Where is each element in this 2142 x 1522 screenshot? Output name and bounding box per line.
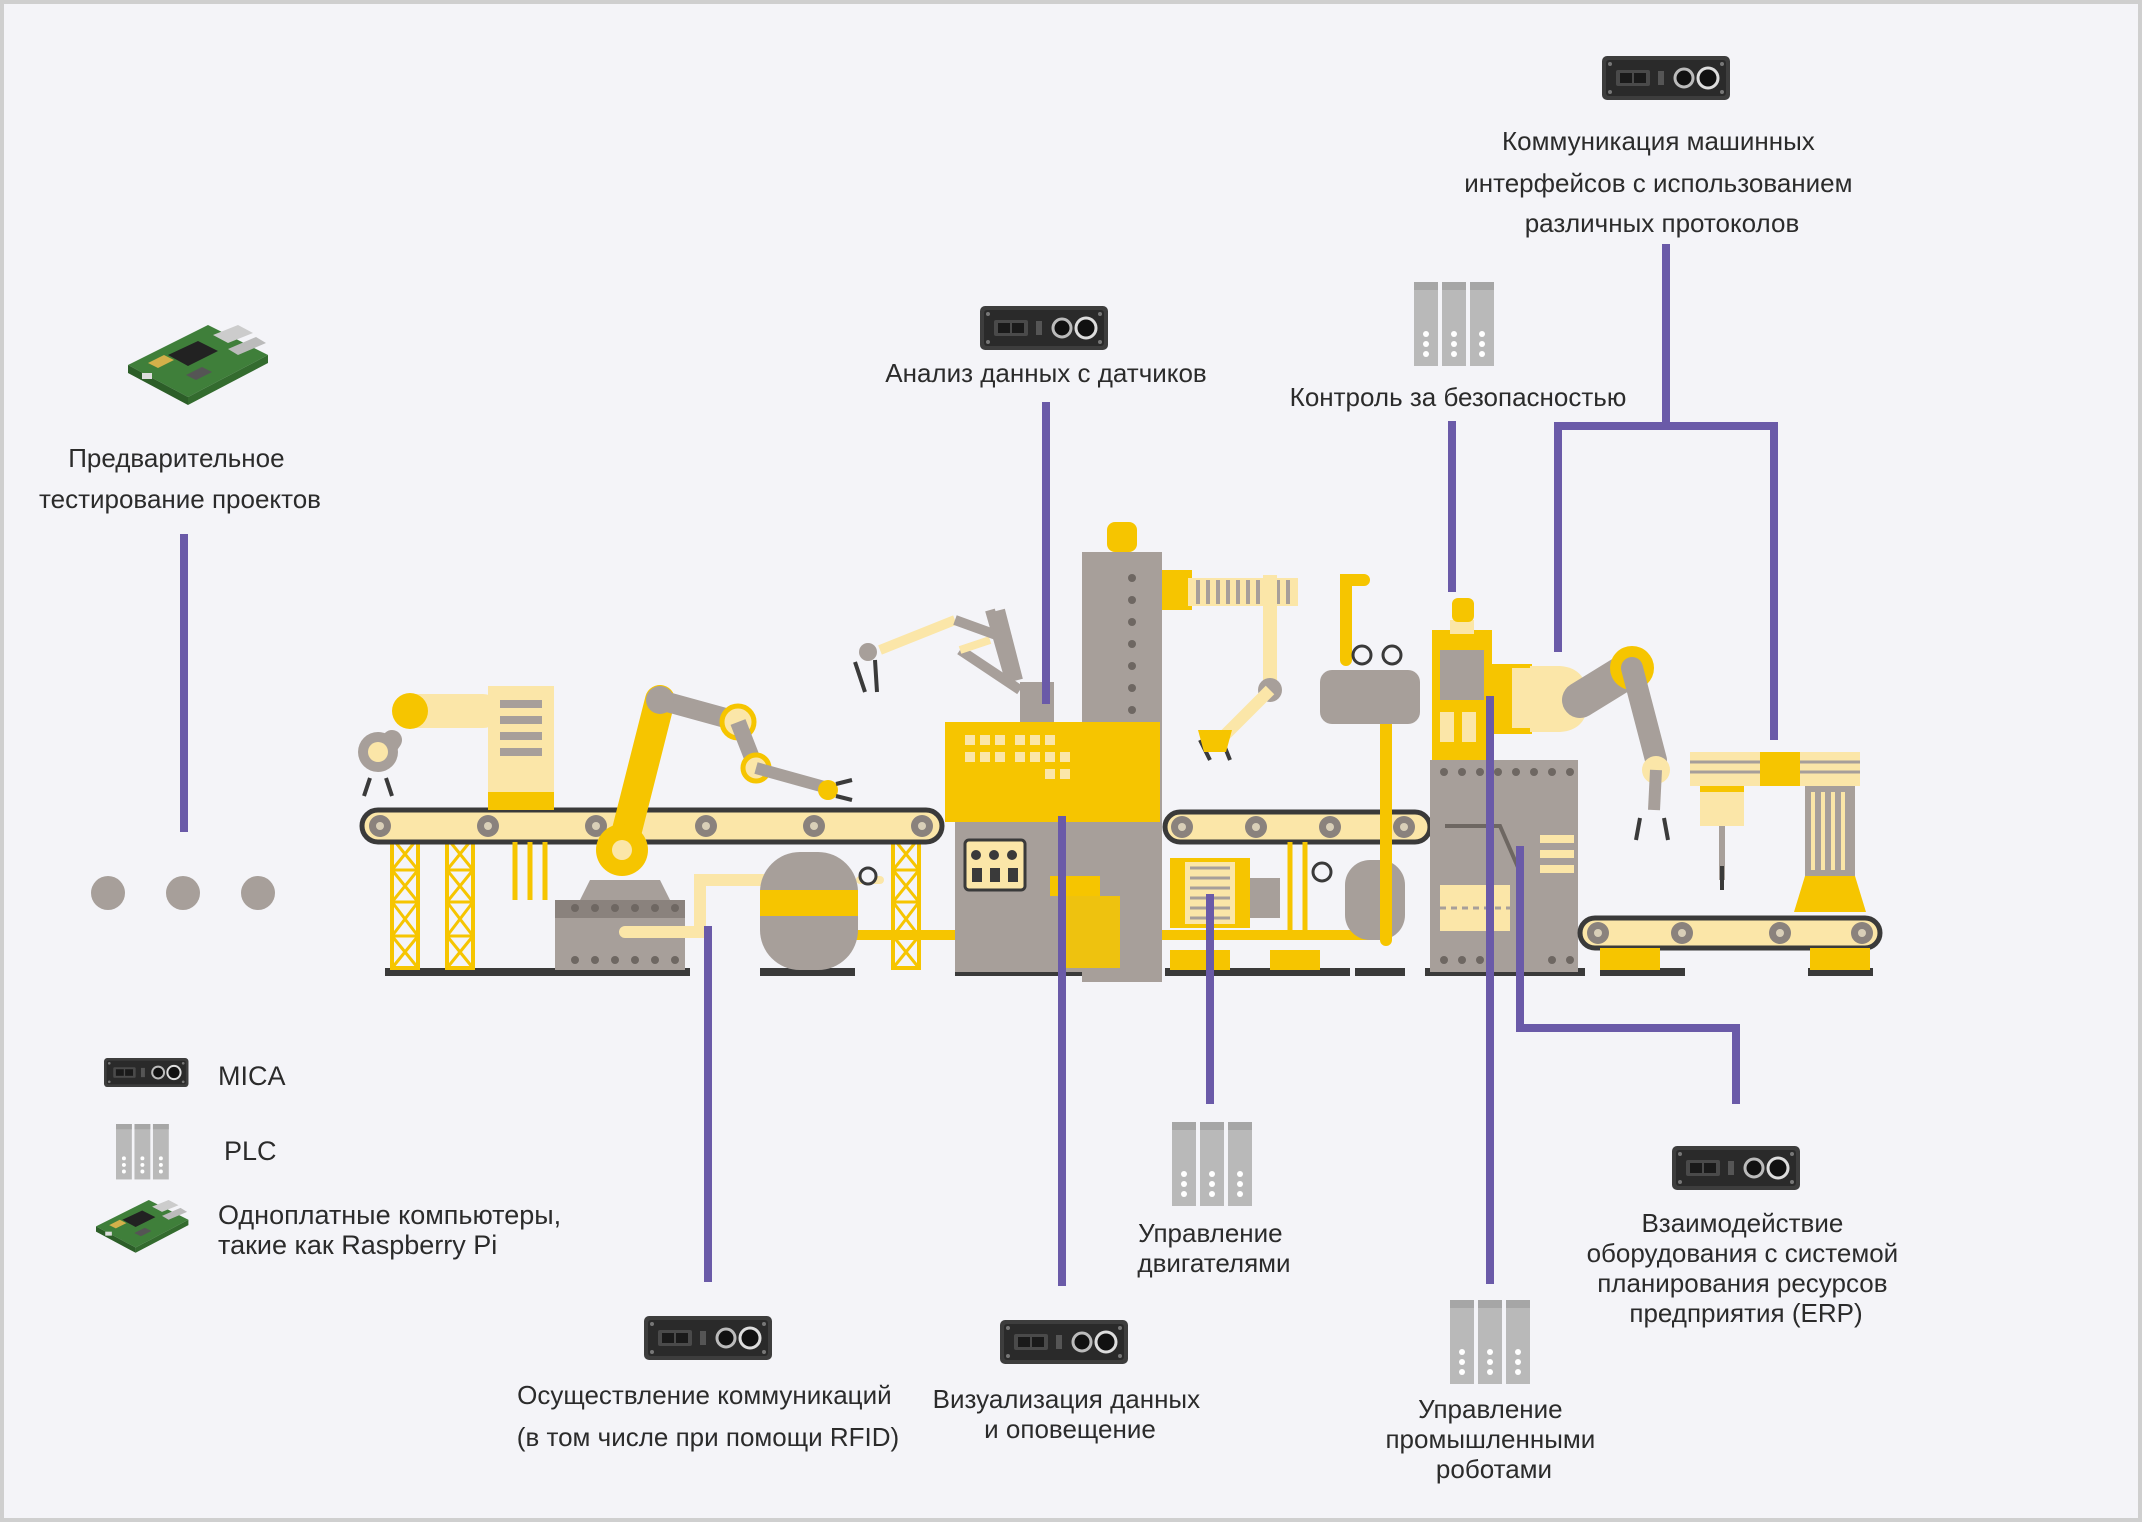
label-communication-rfid: Осуществление коммуникаций (в том числе … bbox=[517, 1380, 899, 1452]
mica-device-icon bbox=[998, 1318, 1130, 1366]
legend-sbc-label: Одноплатные компьютеры, такие как Raspbe… bbox=[218, 1200, 569, 1260]
plc-module-icon bbox=[1172, 1122, 1252, 1206]
label-visualization: Визуализация данных и оповещение bbox=[933, 1384, 1208, 1444]
label-machine-communication: Коммуникация машинных интерфейсов с испо… bbox=[1464, 126, 1860, 238]
label-motor-control: Управление двигателями bbox=[1137, 1218, 1290, 1278]
legend-mica-label: MICA bbox=[218, 1061, 286, 1091]
label-robot-control: Управление промышленными роботами bbox=[1385, 1394, 1602, 1484]
plc-module-icon bbox=[1450, 1300, 1530, 1384]
label-sensor-analysis: Анализ данных с датчиков bbox=[885, 358, 1206, 388]
legend-plc-label: PLC bbox=[224, 1136, 277, 1166]
left-gantry-robot bbox=[358, 686, 554, 810]
right-drill-gantry bbox=[1577, 752, 1883, 970]
connector-machine-comm bbox=[1554, 244, 1778, 740]
mica-device-icon bbox=[1600, 54, 1732, 102]
middle-conveyor bbox=[1162, 809, 1433, 970]
yellow-arm-robot bbox=[570, 685, 853, 920]
plc-module-icon bbox=[1414, 282, 1494, 366]
mica-device-icon bbox=[978, 304, 1110, 352]
legend-plc-icon bbox=[116, 1124, 169, 1180]
legend-mica-icon bbox=[103, 1057, 190, 1089]
connector-erp bbox=[1516, 846, 1740, 1104]
label-safety-control: Контроль за безопасностью bbox=[1290, 382, 1627, 412]
label-pretest: Предварительное тестирование проектов bbox=[39, 443, 321, 514]
mica-device-icon bbox=[642, 1314, 774, 1362]
factory-line-illustration bbox=[358, 522, 1883, 982]
safety-cabinet bbox=[1430, 598, 1578, 972]
mica-device-icon bbox=[1670, 1144, 1802, 1192]
gauge-box bbox=[1320, 670, 1420, 724]
right-arm-robot bbox=[1492, 646, 1670, 841]
left-conveyor bbox=[359, 807, 945, 970]
label-erp-integration: Взаимодействие оборудования с системой п… bbox=[1587, 1208, 1906, 1328]
labels: Предварительное тестирование проектов Ан… bbox=[39, 126, 1906, 1484]
tank bbox=[760, 852, 878, 970]
ellipsis-dots-icon bbox=[91, 876, 275, 910]
sensor-machine bbox=[853, 608, 1160, 972]
connector-lines bbox=[180, 244, 1778, 1286]
legend: MICA PLC Одноплатные компьютеры, такие к… bbox=[96, 1057, 569, 1260]
